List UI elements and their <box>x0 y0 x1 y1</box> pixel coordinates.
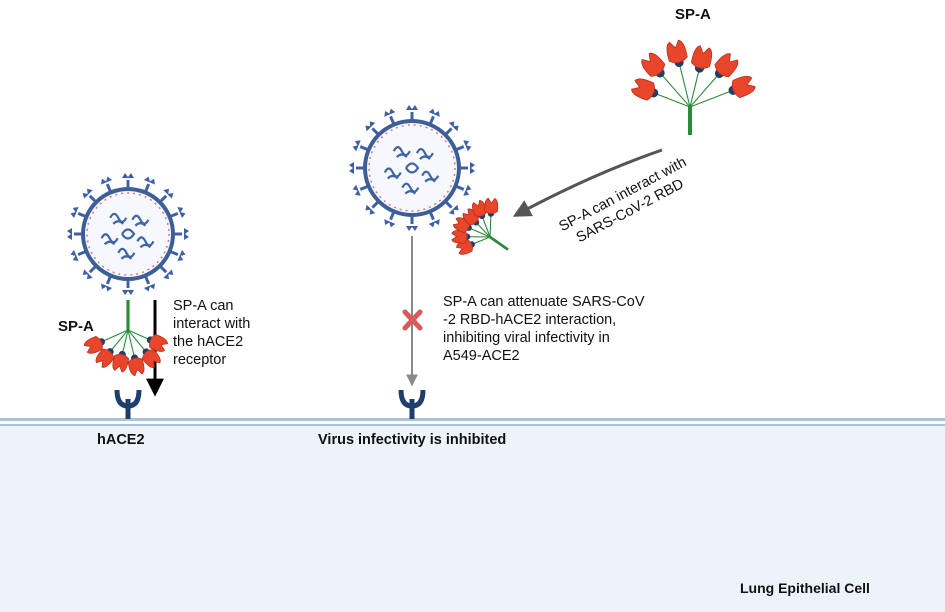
inhibition-x-icon <box>402 309 423 331</box>
hace2-interaction-line-3: the hACE2 <box>173 334 244 350</box>
cell-membrane-inner <box>0 424 945 426</box>
sp-a-protein-icon <box>83 300 168 377</box>
attenuate-line-3: inhibiting viral infectivity in <box>443 330 610 346</box>
hace2-receptor-icon <box>114 389 142 419</box>
coronavirus-icon <box>67 173 189 295</box>
spa-left-label: SP-A <box>58 318 94 335</box>
attenuate-line-4: A549-ACE2 <box>443 348 520 364</box>
cell-membrane-outer <box>0 418 945 421</box>
cell-label: Lung Epithelial Cell <box>740 580 870 596</box>
sp-a-protein-icon <box>451 197 509 255</box>
hace2-interaction-line-2: interact with <box>173 316 251 332</box>
spa-top-label: SP-A <box>675 6 711 23</box>
arrow-rbd-interaction <box>512 148 663 217</box>
hace2-interaction-text: SP-A can interact with the hACE2 recepto… <box>173 297 250 369</box>
hace2-label: hACE2 <box>97 432 145 448</box>
attenuate-line-2: -2 RBD-hACE2 interaction, <box>443 312 617 328</box>
attenuate-line-1: SP-A can attenuate SARS-CoV <box>443 294 645 310</box>
hace2-interaction-line-1: SP-A can <box>173 298 234 314</box>
lung-epithelial-cell <box>0 424 945 612</box>
hace2-interaction-line-4: receptor <box>173 352 227 368</box>
attenuate-text: SP-A can attenuate SARS-CoV -2 RBD-hACE2… <box>443 293 645 365</box>
hace2-receptor-icon <box>398 389 426 419</box>
virus-inhibited-label: Virus infectivity is inhibited <box>318 432 507 448</box>
coronavirus-icon <box>349 105 475 231</box>
sp-a-protein-icon <box>631 39 756 135</box>
